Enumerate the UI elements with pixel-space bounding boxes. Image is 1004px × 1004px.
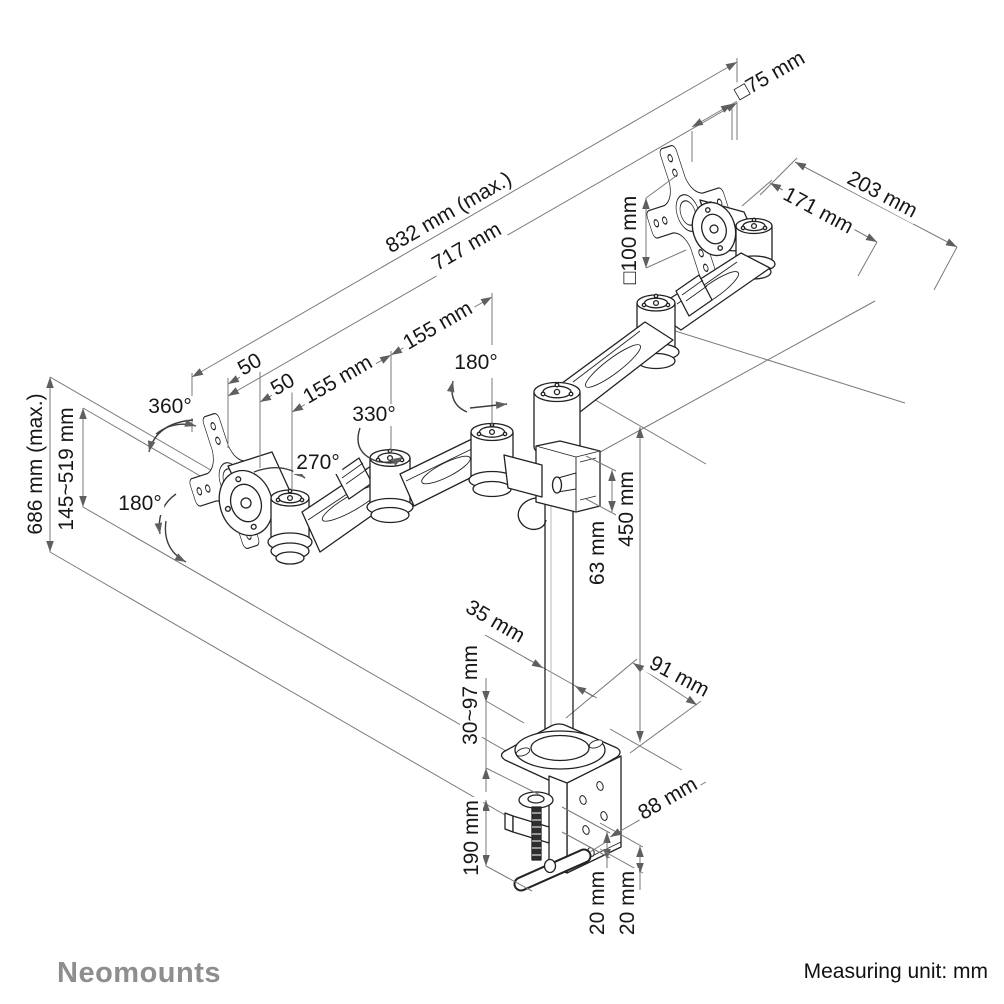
cable-hook-icon (517, 497, 547, 531)
dim-35-left-arrow (523, 656, 544, 669)
dim-75 (691, 103, 733, 128)
arrow-180-right-a (446, 380, 468, 413)
dim-label-20a: 20 mm (586, 867, 610, 939)
clamp-jaw-arm (512, 815, 550, 844)
dim-label-vesa100: □100 mm (618, 192, 642, 288)
dim-label-63: 63 mm (586, 517, 610, 589)
arm-joint-1-icon (267, 488, 313, 565)
dim-label-145-519: 145~519 mm (55, 404, 79, 534)
clamp-jaw-end (504, 812, 514, 833)
angle-label-180-left: 180° (115, 492, 165, 516)
left-tilt-pivot-icon (218, 469, 274, 537)
arm-to-pole-bracket (503, 454, 543, 498)
brand-logo: Neomounts (57, 957, 221, 989)
angle-label-330: 330° (349, 403, 399, 427)
arm-joint-3-icon (468, 422, 516, 498)
arrow-180-left-b (164, 520, 187, 563)
clamp-t-handle-icon (513, 848, 592, 892)
desk-clamp (500, 723, 622, 892)
pole-collar (535, 440, 601, 513)
measuring-unit-note: Measuring unit: mm (803, 960, 988, 983)
angle-label-270: 270° (293, 451, 343, 475)
dim-label-686: 686 mm (max.) (24, 390, 48, 538)
angle-label-360: 360° (145, 395, 195, 419)
dim-label-190: 190 mm (460, 797, 484, 879)
cable-clip-left-icon (335, 457, 373, 500)
dim-label-20b: 20 mm (616, 867, 640, 939)
arrow-360-b (155, 419, 197, 435)
arrow-330 (357, 427, 404, 466)
angle-label-180-right: 180° (451, 351, 501, 375)
dim-label-30-97: 30~97 mm (459, 642, 483, 748)
dim-35-right-arrow (574, 685, 595, 698)
projection-lines (49, 300, 906, 838)
dim-label-450: 450 mm (615, 468, 639, 550)
arrow-270 (253, 466, 306, 479)
thumbscrew-knob-icon (551, 476, 563, 494)
arrow-180-right-b (469, 401, 508, 409)
rotation-arrows (147, 380, 508, 563)
